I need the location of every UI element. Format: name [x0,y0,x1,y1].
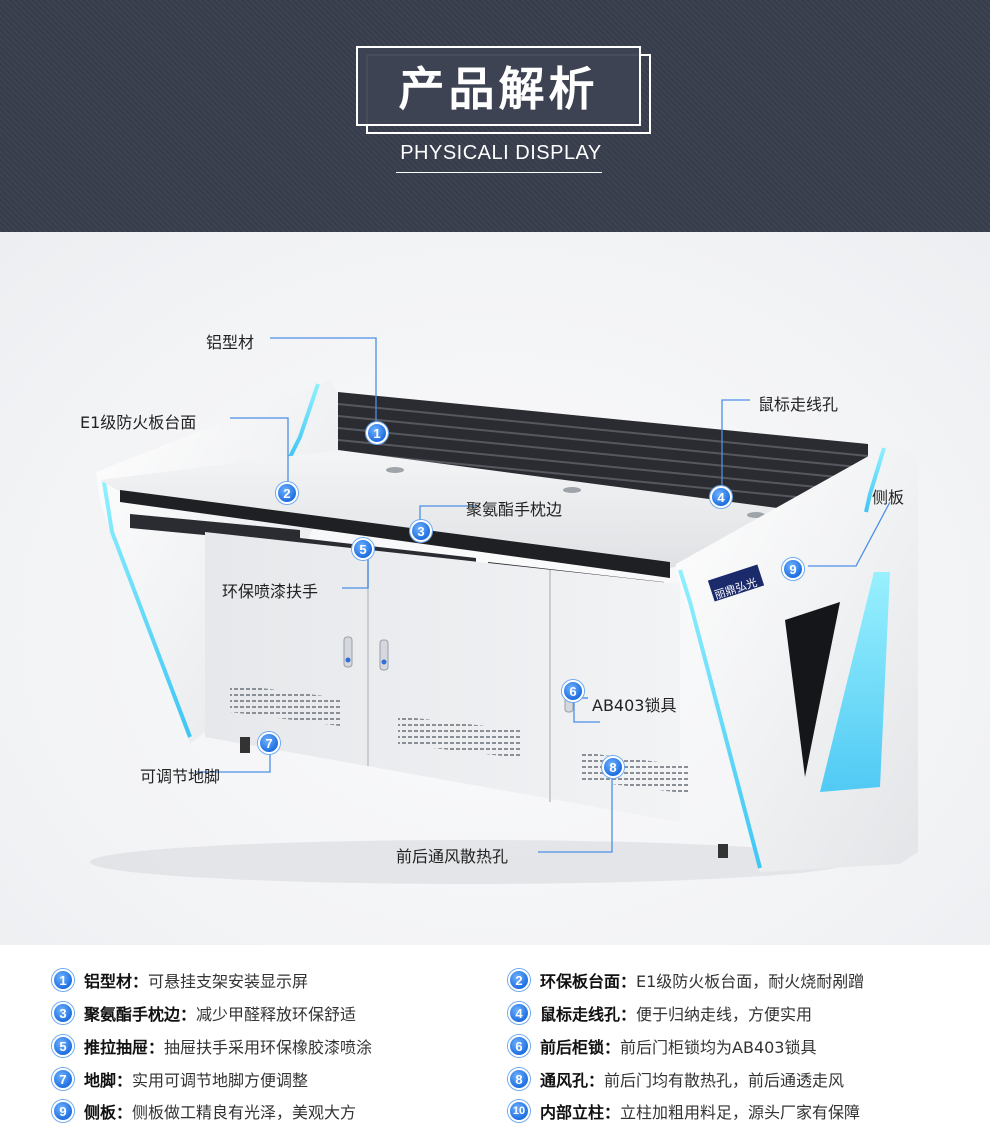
callout-badge-6: 6 [562,680,584,702]
desk-top-surface [100,450,868,568]
feature-title: 前后柜锁： [540,1038,621,1057]
feature-title: 内部立柱： [540,1103,621,1122]
page-subtitle: PHYSICALI DISPLAY [400,142,602,164]
callout-label-8: 前后通风散热孔 [396,847,509,866]
feature-item: 3 聚氨酯手枕边： 减少甲醛释放环保舒适 [52,1000,356,1026]
feature-title: 环保板台面： [540,972,637,991]
feature-item: 4 鼠标走线孔： 便于归纳走线，方便实用 [508,1000,812,1026]
feature-desc: 抽屉扶手采用环保橡胶漆喷涂 [164,1038,373,1057]
feature-item: 7 地脚： 实用可调节地脚方便调整 [52,1066,308,1092]
callout-badge-2: 2 [276,482,298,504]
feature-badge: 9 [52,1100,74,1122]
feature-title: 聚氨酯手枕边： [84,1005,197,1024]
feature-item: 9 侧板： 侧板做工精良有光泽，美观大方 [52,1098,356,1124]
feature-badge: 2 [508,969,530,991]
cabinet-front [205,532,690,822]
callout-leader-lines [196,337,891,853]
feature-badge: 10 [508,1100,530,1122]
feature-title: 通风孔： [540,1071,605,1090]
feature-badge: 3 [52,1002,74,1024]
feature-title: 侧板： [84,1103,133,1122]
callout-label-4: 鼠标走线孔 [758,395,839,414]
callout-badge-1: 1 [366,422,388,444]
callout-badge-4: 4 [710,486,732,508]
callout-label-6: AB403锁具 [592,696,677,715]
feature-item: 10 内部立柱： 立柱加粗用料足，源头厂家有保障 [508,1098,860,1124]
callout-badge-7: 7 [258,732,280,754]
feature-desc: 实用可调节地脚方便调整 [132,1071,309,1090]
feature-item: 5 推拉抽屉： 抽屉扶手采用环保橡胶漆喷涂 [52,1033,372,1059]
callout-badge-9: 9 [782,558,804,580]
feature-title: 推拉抽屉： [84,1038,165,1057]
feature-desc: 侧板做工精良有光泽，美观大方 [132,1103,357,1122]
feature-item: 2 环保板台面： E1级防火板台面，耐火烧耐剐蹭 [508,967,864,993]
adjustable-foot [718,844,728,858]
callout-label-5: 环保喷漆扶手 [222,582,319,601]
product-stage: 丽鼎弘光 铝型材 E1级防火板台面 聚氨酯手枕边 鼠标走线孔 环保喷漆扶手 AB… [0,232,990,945]
feature-desc: 可悬挂支架安装显示屏 [148,972,309,991]
feature-list: 1 铝型材： 可悬挂支架安装显示屏 2 环保板台面： E1级防火板台面，耐火烧耐… [0,945,990,1145]
callout-badge-8: 8 [602,756,624,778]
feature-badge: 1 [52,969,74,991]
callout-label-3: 聚氨酯手枕边 [466,500,563,519]
console-desk-illustration: 丽鼎弘光 [90,337,918,884]
feature-item: 8 通风孔： 前后门均有散热孔，前后通透走风 [508,1066,844,1092]
feature-title: 铝型材： [84,972,149,991]
armrest-edge [120,490,670,578]
callout-label-9: 侧板 [872,488,905,507]
cable-hole [747,512,765,518]
feature-badge: 6 [508,1035,530,1057]
feature-badge: 7 [52,1068,74,1090]
callout-badge-5: 5 [352,538,374,560]
adjustable-foot [240,737,250,753]
feature-title: 鼠标走线孔： [540,1005,637,1024]
page-title: 产品解析 [398,62,599,116]
cable-hole [386,467,404,473]
feature-item: 1 铝型材： 可悬挂支架安装显示屏 [52,967,308,993]
feature-badge: 4 [508,1002,530,1024]
subtitle-underline [396,172,602,173]
feature-desc: 便于归纳走线，方便实用 [636,1005,813,1024]
callout-badge-3: 3 [410,520,432,542]
header-banner: 产品解析 PHYSICALI DISPLAY [0,0,990,232]
feature-desc: 前后门均有散热孔，前后通透走风 [604,1071,845,1090]
feature-title: 地脚： [84,1071,133,1090]
floor-shadow [90,840,850,884]
feature-desc: E1级防火板台面，耐火烧耐剐蹭 [636,972,865,991]
feature-item: 6 前后柜锁： 前后门柜锁均为AB403锁具 [508,1033,816,1059]
callout-label-1: 铝型材 [206,333,255,352]
feature-desc: 减少甲醛释放环保舒适 [196,1005,357,1024]
title-frame: 产品解析 [356,46,641,126]
callout-label-2: E1级防火板台面 [80,413,197,432]
right-side-panel: 丽鼎弘光 [676,444,918,872]
feature-desc: 前后门柜锁均为AB403锁具 [620,1038,817,1057]
feature-badge: 8 [508,1068,530,1090]
cable-hole [563,487,581,493]
aluminium-back-panel [337,392,869,520]
feature-desc: 立柱加粗用料足，源头厂家有保障 [620,1103,861,1122]
callout-label-7: 可调节地脚 [140,767,221,786]
feature-badge: 5 [52,1035,74,1057]
